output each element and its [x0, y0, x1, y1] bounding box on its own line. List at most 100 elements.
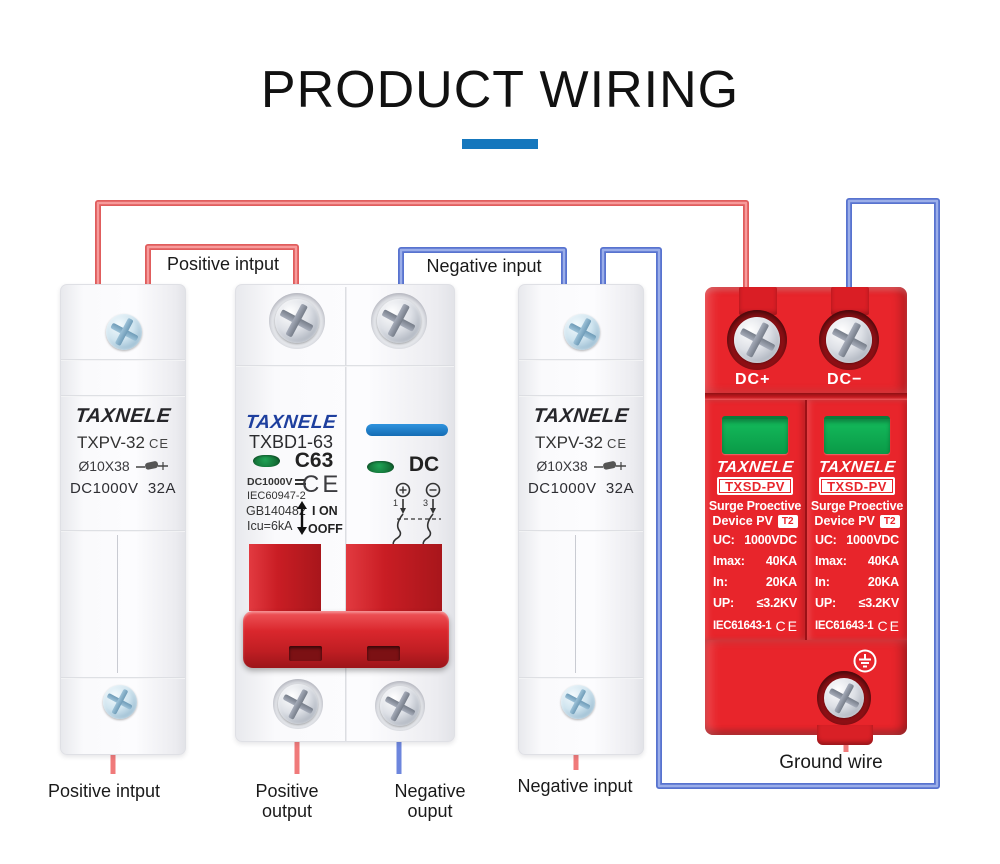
- seam: [519, 530, 643, 532]
- screw-icon: [734, 317, 780, 363]
- handle-slot: [367, 646, 400, 661]
- indicator-window: [367, 461, 394, 473]
- t2-badge: T2: [777, 514, 798, 528]
- page-title: PRODUCT WIRING: [260, 61, 740, 119]
- carrier-slit: [575, 535, 576, 673]
- current-label: 32A: [147, 480, 177, 497]
- spd-module-negative: TAXNELE TXSD-PV Surge Proective Device P…: [807, 400, 907, 640]
- fuse-size-row: Ø10X38: [67, 458, 179, 474]
- model-label: TXPV-32: [76, 433, 145, 452]
- spec-label: UC:: [815, 533, 837, 547]
- desc-text: Device PV: [814, 514, 875, 528]
- fuse-icon: [135, 461, 168, 470]
- model-label: TXBD1-63: [248, 432, 334, 452]
- rating-row: DC1000V 32A: [525, 480, 637, 497]
- seam: [61, 359, 185, 361]
- standard-label: IEC61643-1: [815, 620, 874, 632]
- seam: [61, 395, 185, 397]
- carrier-slit: [117, 535, 118, 673]
- label-line: Negative: [394, 781, 466, 801]
- desc-line1: Surge Proective: [708, 499, 802, 513]
- approval-label: GB140482: [246, 504, 306, 518]
- spd-terminal-block: DC+ DC−: [705, 287, 907, 393]
- pole-divider: [345, 287, 347, 741]
- label-top-negative-input: Negative input: [426, 256, 542, 276]
- dc-symbol-icon: [294, 479, 306, 485]
- screw-icon: [380, 686, 420, 726]
- fuse-size-label: Ø10X38: [536, 458, 588, 474]
- breaker-handle[interactable]: [243, 611, 449, 668]
- spec-label: In:: [713, 575, 728, 589]
- terminal-3: 3: [423, 498, 428, 508]
- spec-label: UP:: [815, 596, 836, 610]
- status-window: [722, 416, 788, 454]
- handle-slot: [289, 646, 322, 661]
- ground-symbol-icon: [853, 649, 877, 673]
- voltage-label: DC1000V: [69, 480, 139, 497]
- status-window: [824, 416, 890, 454]
- ce-mark: CE: [877, 618, 901, 634]
- spec-label: UP:: [713, 596, 734, 610]
- on-off-arrow-icon: [297, 501, 307, 535]
- spec-row: UP: ≤3.2KV: [815, 596, 899, 617]
- wire-red-bracket-highlight: [146, 245, 298, 292]
- seam: [61, 677, 185, 679]
- label-line: output: [261, 801, 313, 821]
- spd-bottom-block: [705, 640, 907, 735]
- dc-circuit-breaker: TAXNELE TXBD1-63 C63 DC1000V CE IEC60947…: [235, 284, 455, 742]
- model-chip: TXSD-PV: [717, 477, 793, 495]
- spec-row: UC:1000VDC: [713, 533, 797, 554]
- wire-red-main-highlight: [96, 201, 748, 292]
- screw-icon: [826, 317, 872, 363]
- spec-table: UC:1000VDC Imax:40KA In:20KA UP:≤3.2KV: [713, 533, 797, 617]
- t2-badge: T2: [879, 514, 900, 528]
- screw-icon: [275, 299, 319, 343]
- label-bottom-positive-output: Positive output: [237, 781, 337, 821]
- ground-terminal-foot: [817, 725, 873, 745]
- label-line: ouput: [407, 801, 453, 821]
- fuse-icon: [593, 461, 626, 470]
- spec-value: ≤3.2KV: [756, 596, 798, 610]
- seam: [236, 365, 454, 367]
- title-underline: [462, 139, 538, 149]
- seam: [61, 530, 185, 532]
- voltage-label: DC1000V: [247, 476, 293, 488]
- spd-modules: TAXNELE TXSD-PV Surge Proective Device P…: [705, 400, 907, 640]
- seam: [705, 393, 907, 400]
- spec-row: UP: ≤3.2KV: [713, 596, 797, 617]
- spec-value: ≤3.2KV: [858, 596, 900, 610]
- desc-line2: Device PV T2: [705, 514, 805, 528]
- spec-label: Imax:: [815, 554, 847, 568]
- standard-label: IEC60947-2: [247, 490, 306, 502]
- rating-label: C63: [294, 449, 334, 472]
- blue-bar: [366, 424, 448, 436]
- spec-label: Imax:: [713, 554, 745, 568]
- spec-row: Imax:40KA: [815, 554, 899, 575]
- dc-plus-label: DC+: [735, 371, 771, 388]
- toggle-window-left: [249, 544, 321, 611]
- ce-mark: CE: [606, 436, 628, 451]
- standard-row: IEC61643-1 CE: [815, 618, 901, 634]
- surge-protective-device: DC+ DC− TAXNELE TXSD-PV Surge Proective …: [705, 287, 907, 761]
- dc-label: DC: [408, 453, 440, 476]
- brand-logo: TAXNELE: [715, 459, 795, 476]
- seam: [519, 395, 643, 397]
- spec-label: In:: [815, 575, 830, 589]
- label-ground-wire: Ground wire: [779, 752, 883, 773]
- spd-module-positive: TAXNELE TXSD-PV Surge Proective Device P…: [705, 400, 805, 640]
- spec-value: 20KA: [867, 575, 899, 589]
- label-top-positive-input: Positive intput: [166, 254, 280, 274]
- brand-logo: TAXNELE: [817, 459, 897, 476]
- spec-value: 20KA: [765, 575, 797, 589]
- on-label: I ON: [312, 504, 338, 518]
- spec-value: 1000VDC: [846, 533, 899, 547]
- wire-blue-main-highlight: [601, 199, 939, 788]
- model-chip: TXSD-PV: [819, 477, 895, 495]
- screw-icon: [824, 678, 864, 718]
- screw-icon: [561, 685, 595, 719]
- screw-icon: [103, 685, 137, 719]
